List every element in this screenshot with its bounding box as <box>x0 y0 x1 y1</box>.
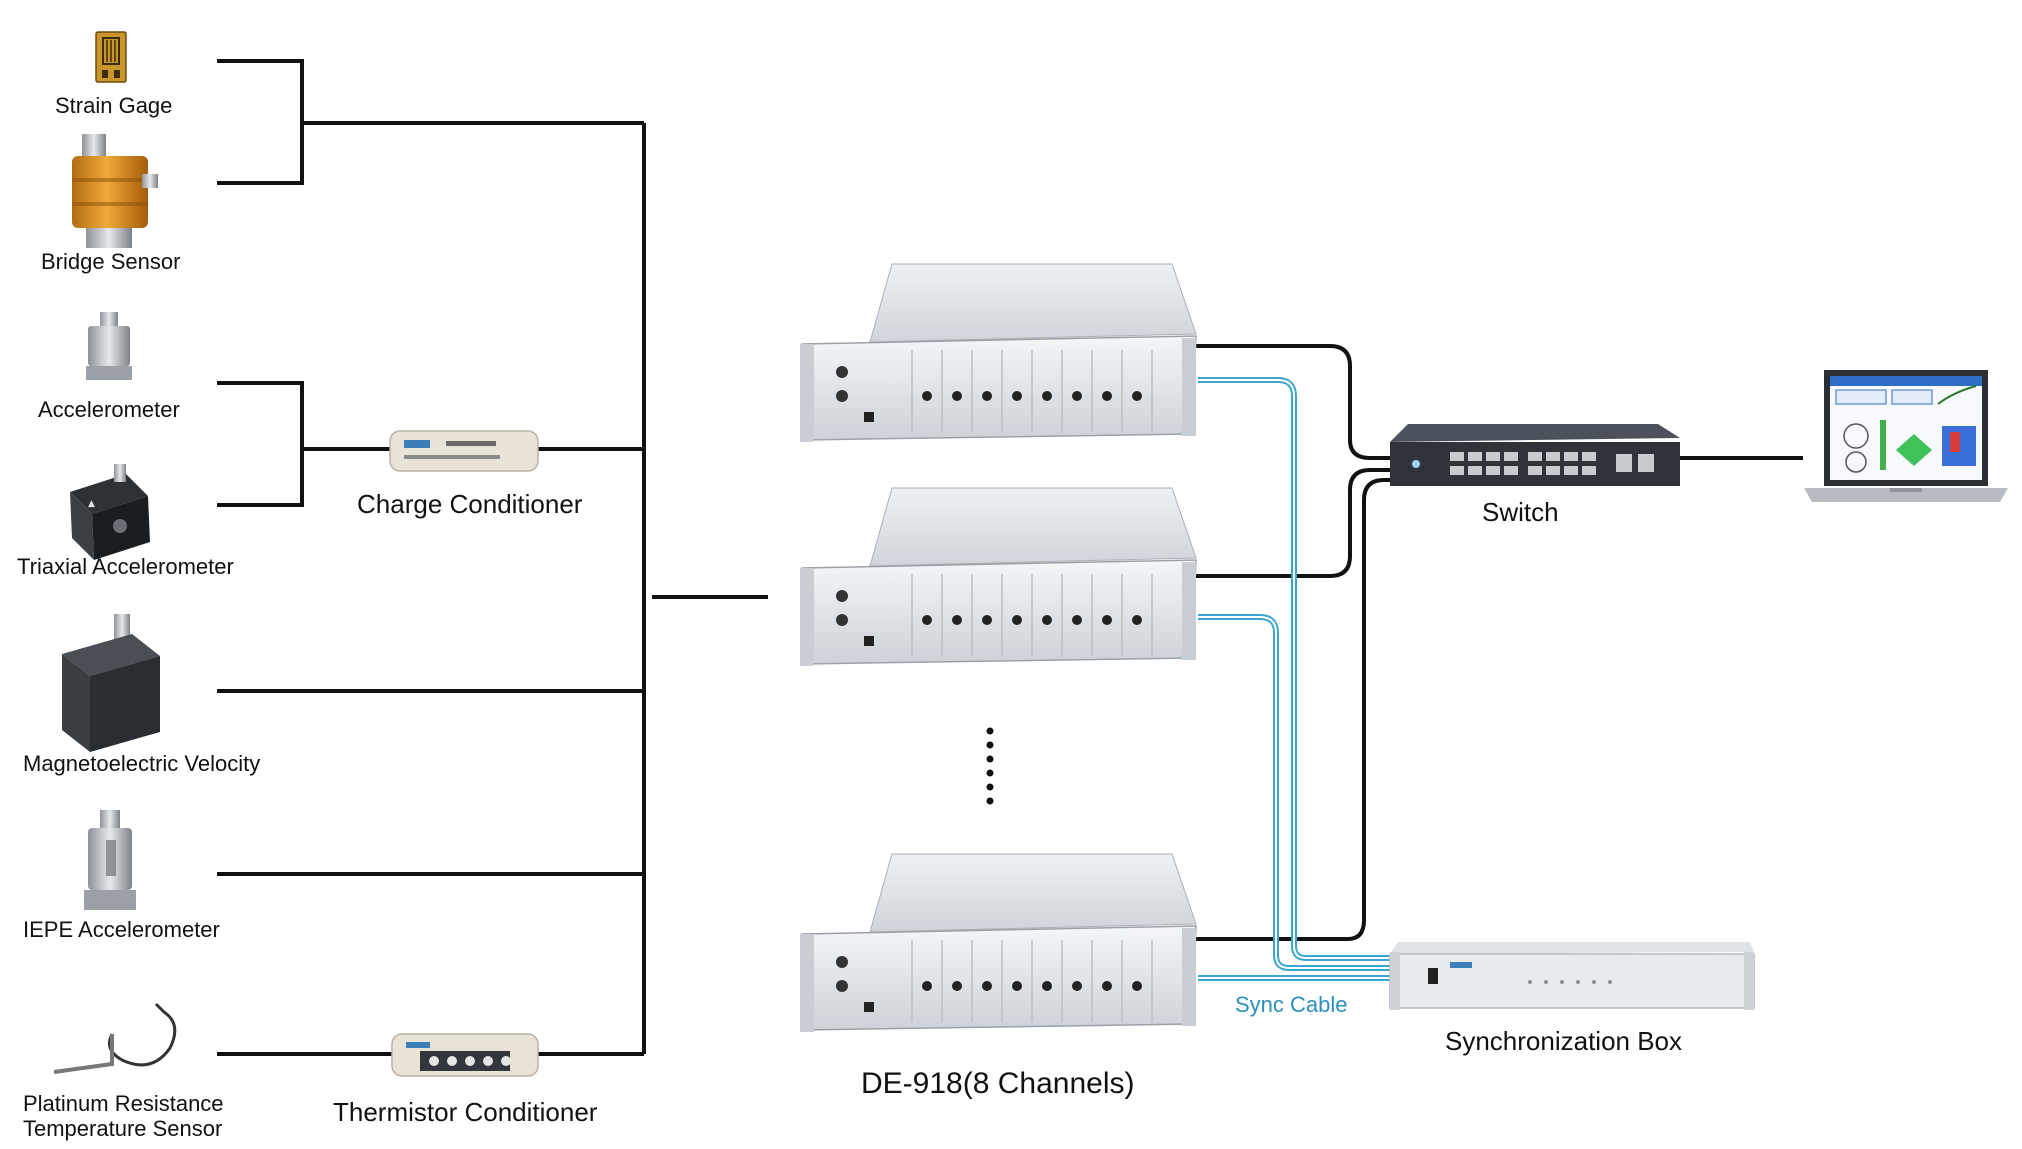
charge-conditioner-label: Charge Conditioner <box>357 489 583 519</box>
strain-gage-label: Strain Gage <box>55 93 173 118</box>
sensor-tree-wires <box>217 59 768 1056</box>
accelerometer-label: Accelerometer <box>38 397 180 422</box>
sync-box-label: Synchronization Box <box>1445 1026 1683 1056</box>
sync-cable-label: Sync Cable <box>1235 992 1348 1017</box>
velocity-sensor-icon <box>62 614 160 752</box>
sync-box-icon <box>1389 942 1755 1010</box>
switch-icon <box>1390 424 1680 486</box>
switch-label: Switch <box>1482 497 1559 527</box>
iepe-accelerometer-label: IEPE Accelerometer <box>23 917 220 942</box>
daq-chassis-1 <box>800 263 1197 442</box>
iepe-accelerometer-icon <box>84 810 136 910</box>
more-units-ellipsis <box>986 727 994 805</box>
strain-gage-icon <box>95 31 127 83</box>
daq-chassis-2 <box>800 487 1197 666</box>
svg-text:▲: ▲ <box>88 499 95 509</box>
accelerometer-icon <box>86 312 132 380</box>
sync-cables <box>1198 377 1390 981</box>
temperature-sensor-label-line2: Temperature Sensor <box>23 1116 223 1141</box>
daq-model-label: DE-918(8 Channels) <box>861 1067 1135 1100</box>
ethernet-wires <box>1193 344 1803 941</box>
bridge-sensor-label: Bridge Sensor <box>41 249 181 274</box>
temperature-sensor-label-line1: Platinum Resistance <box>23 1091 224 1116</box>
thermistor-conditioner-icon <box>391 1033 539 1077</box>
velocity-sensor-label: Magnetoelectric Velocity <box>23 751 261 776</box>
triaxial-accelerometer-icon: ▲ <box>70 464 150 560</box>
thermistor-conditioner-label: Thermistor Conditioner <box>333 1097 598 1127</box>
triaxial-accelerometer-label: Triaxial Accelerometer <box>17 554 234 579</box>
bridge-sensor-icon <box>72 134 158 248</box>
daq-chassis-3 <box>800 853 1197 1032</box>
laptop-icon <box>1804 370 2008 502</box>
charge-conditioner-icon <box>389 430 539 472</box>
temperature-sensor-icon <box>53 1002 177 1074</box>
